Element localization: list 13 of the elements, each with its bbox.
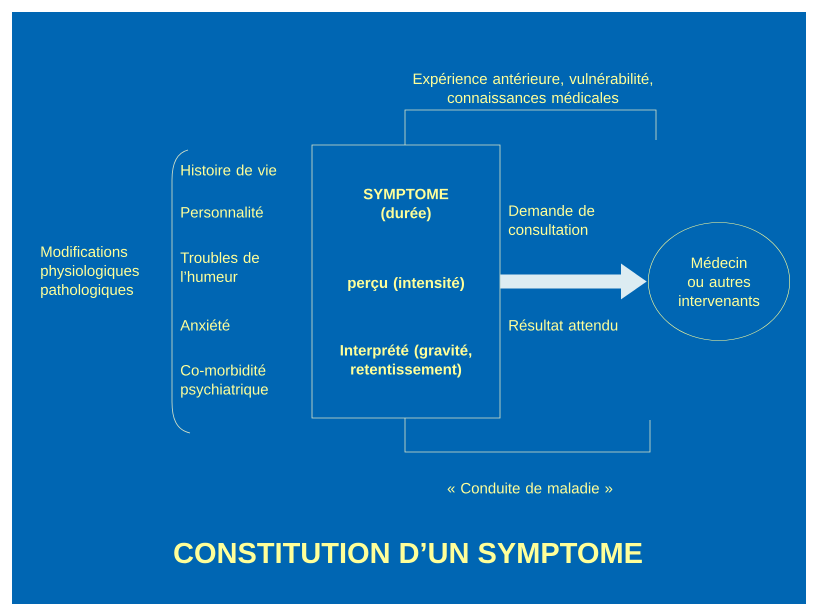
box-text: SYMPTOME (durée) [364, 188, 448, 222]
note-text: Expérience antérieure, vulnérabilité, connaissances médicales [414, 72, 652, 104]
side-text: Modifications physiologiques pathologiques [41, 246, 139, 298]
box-text: Interprété (gravité, retentissement) [340, 344, 472, 378]
title: CONSTITUTION D’UN SYMPTOME [174, 542, 642, 564]
caption-text: « Conduite de maladie » [448, 482, 612, 494]
list-item: Troubles de l’humeur [180, 252, 259, 282]
arrow-text: Résultat attendu [509, 319, 618, 331]
list-item: Personnalité [181, 206, 263, 218]
box-text: perçu (intensité) [348, 276, 464, 292]
list-item: Co-morbidité psychiatrique [180, 364, 268, 398]
list-item: Anxiété [180, 319, 230, 331]
list-item: Histoire de vie [181, 164, 276, 176]
